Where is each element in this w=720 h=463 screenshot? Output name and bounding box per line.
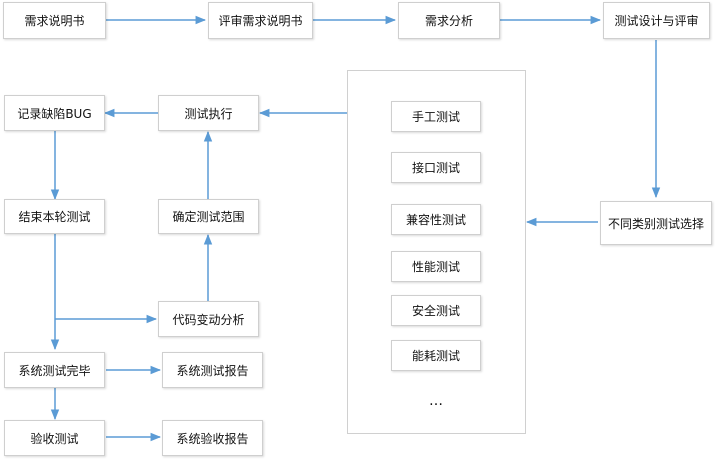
test-types-panel: 手工测试 接口测试 兼容性测试 性能测试 安全测试 能耗测试 … bbox=[347, 70, 526, 434]
test-type-item: 接口测试 bbox=[391, 152, 481, 183]
node-acceptance-test: 验收测试 bbox=[4, 420, 105, 456]
node-system-test-report: 系统测试报告 bbox=[162, 352, 263, 388]
node-code-change-analysis: 代码变动分析 bbox=[158, 301, 259, 337]
node-record-bug: 记录缺陷BUG bbox=[4, 95, 105, 131]
test-type-item: 手工测试 bbox=[391, 101, 481, 132]
node-end-round: 结束本轮测试 bbox=[4, 199, 105, 234]
node-review-req-doc: 评审需求说明书 bbox=[208, 2, 313, 39]
test-type-item: 性能测试 bbox=[391, 251, 481, 282]
node-req-analysis: 需求分析 bbox=[398, 2, 500, 39]
test-type-item: 能耗测试 bbox=[391, 340, 481, 371]
node-test-design-review: 测试设计与评审 bbox=[603, 2, 710, 39]
test-type-item: 兼容性测试 bbox=[391, 204, 481, 235]
node-define-scope: 确定测试范围 bbox=[158, 199, 259, 234]
node-req-doc: 需求说明书 bbox=[3, 2, 106, 39]
node-select-test-types: 不同类别测试选择 bbox=[600, 201, 712, 245]
node-test-execution: 测试执行 bbox=[158, 95, 259, 131]
node-acceptance-report: 系统验收报告 bbox=[162, 420, 263, 456]
more-ellipsis: … bbox=[429, 393, 443, 409]
node-system-test-done: 系统测试完毕 bbox=[4, 352, 105, 388]
test-type-item: 安全测试 bbox=[391, 295, 481, 326]
